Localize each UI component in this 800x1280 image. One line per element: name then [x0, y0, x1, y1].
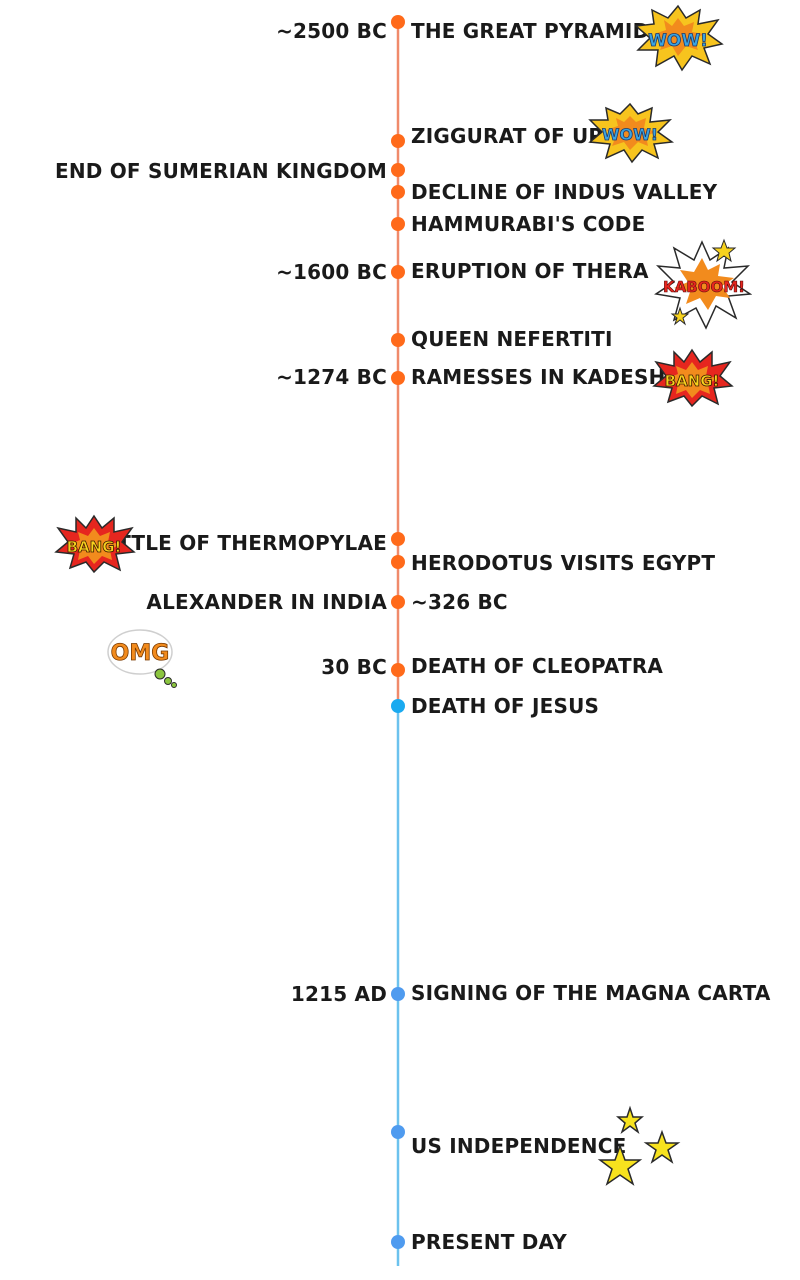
timeline-dot	[391, 333, 405, 347]
bang-burst-icon: BANG!	[54, 514, 136, 574]
event-label-eruption-of-thera: Eruption of Thera	[411, 259, 649, 283]
timeline-dot	[391, 555, 405, 569]
event-date-magna-carta: 1215 AD	[290, 982, 387, 1006]
event-date-eruption-of-thera: ~1600 BC	[276, 260, 387, 284]
timeline-dot	[391, 185, 405, 199]
event-label-present-day: Present Day	[411, 1230, 567, 1254]
timeline-dot	[391, 371, 405, 385]
sticker-text: KABOOM!	[663, 278, 745, 296]
omg-bubble-icon: OMG	[107, 629, 177, 688]
timeline-dot	[391, 134, 405, 148]
event-label-magna-carta: Signing of the Magna Carta	[411, 981, 771, 1005]
timeline-dot	[391, 163, 405, 177]
timeline-dot	[391, 987, 405, 1001]
timeline-dot	[391, 532, 405, 546]
wow-burst-icon: WOW!	[634, 4, 724, 72]
event-label-ramesses-in-kadesh: Ramesses in Kadesh	[411, 365, 666, 389]
event-label-ziggurat-of-ur: Ziggurat of Ur	[411, 124, 605, 148]
sticker-text: BANG!	[67, 538, 122, 556]
event-date-alexander-in-india: ~326 BC	[411, 590, 508, 614]
timeline-dot	[391, 595, 405, 609]
timeline-dot	[391, 1125, 405, 1139]
timeline-dot	[391, 217, 405, 231]
event-date-great-pyramid: ~2500 BC	[276, 19, 387, 43]
wow-burst-icon: WOW!	[588, 102, 675, 164]
bang-burst-icon: BANG!	[652, 348, 734, 408]
sticker-text: OMG	[111, 641, 170, 666]
event-label-hammurabis-code: Hammurabi's Code	[411, 212, 646, 236]
event-label-great-pyramid: The Great Pyramid	[411, 19, 650, 43]
timeline-dot	[391, 15, 405, 29]
event-label-queen-nefertiti: Queen Nefertiti	[411, 327, 613, 351]
event-label-death-of-jesus: Death of Jesus	[411, 694, 600, 718]
event-date-ramesses-in-kadesh: ~1274 BC	[276, 365, 387, 389]
event-label-alexander-in-india: Alexander in India	[146, 590, 387, 614]
sticker-text: BANG!	[665, 372, 720, 390]
event-label-battle-of-thermopylae: Battle of Thermopylae	[87, 531, 387, 555]
event-label-death-of-cleopatra: Death of Cleopatra	[411, 654, 664, 678]
stars-icon	[597, 1105, 681, 1186]
sticker-text: WOW!	[648, 31, 708, 51]
timeline-dot	[391, 699, 405, 713]
event-label-herodotus-visits-egypt: Herodotus visits Egypt	[411, 551, 716, 575]
timeline-dot	[391, 663, 405, 677]
timeline-dot	[391, 1235, 405, 1249]
timeline-dot	[391, 265, 405, 279]
event-date-death-of-cleopatra: 30 BC	[321, 655, 387, 679]
event-label-end-of-sumerian-kingdom: End of Sumerian Kingdom	[54, 159, 387, 183]
kaboom-burst-icon: KABOOM!	[654, 238, 752, 330]
sticker-text: WOW!	[602, 125, 658, 144]
event-label-decline-of-indus-valley: Decline of Indus Valley	[411, 180, 718, 204]
event-label-us-independence: US Independence	[411, 1134, 627, 1158]
